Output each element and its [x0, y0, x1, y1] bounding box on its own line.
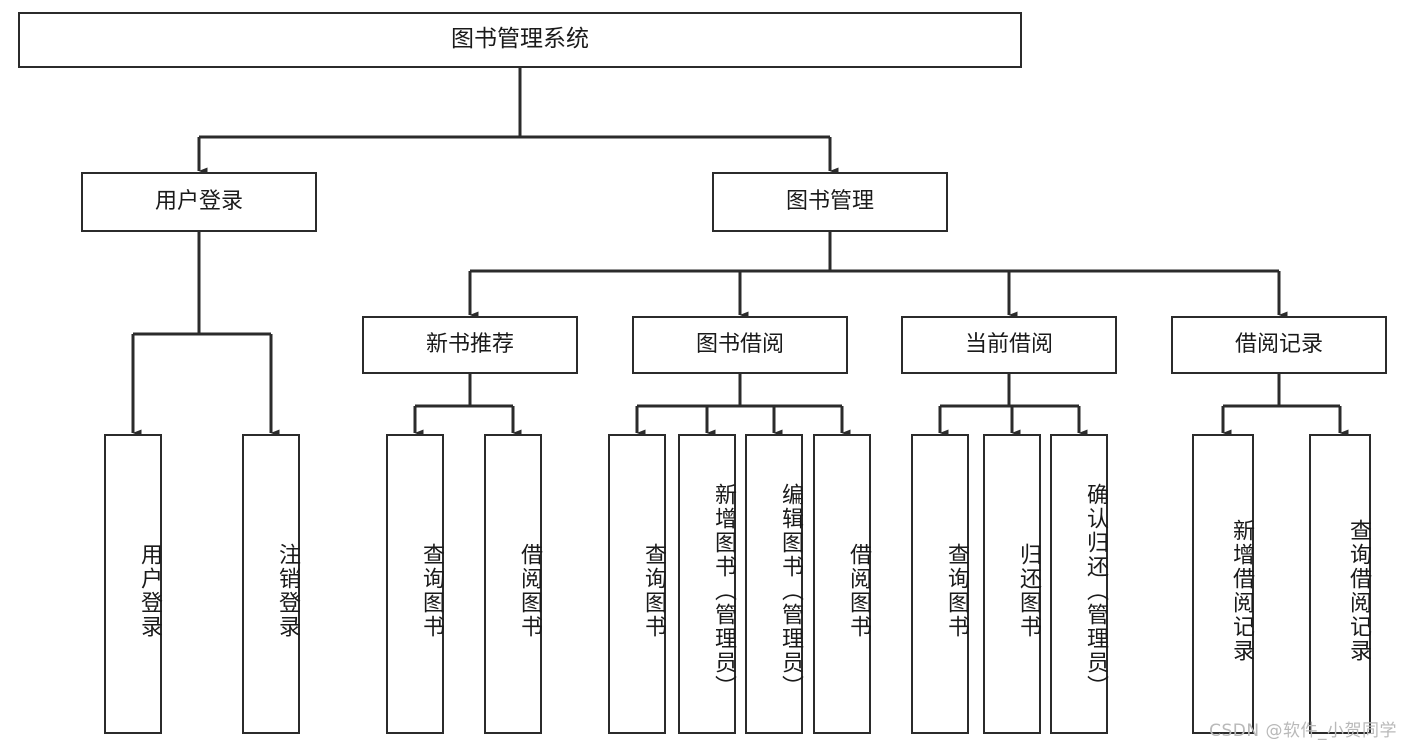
node-book-manage[interactable]: 图书管理 — [712, 172, 948, 232]
node-leaf-add-record[interactable]: 新增借阅记录 — [1192, 434, 1254, 734]
node-leaf-query-book-3[interactable]: 查询图书 — [911, 434, 969, 734]
node-leaf-return-book-label: 归还图书 — [1016, 543, 1041, 639]
node-leaf-add-record-label: 新增借阅记录 — [1229, 519, 1254, 663]
node-current-borrow[interactable]: 当前借阅 — [901, 316, 1117, 374]
node-leaf-add-book[interactable]: 新增图书（管理员） — [678, 434, 736, 734]
node-book-manage-label: 图书管理 — [785, 189, 874, 215]
node-root-label: 图书管理系统 — [451, 26, 589, 53]
node-user-login-label: 用户登录 — [154, 189, 243, 215]
node-new-book-recommend-label: 新书推荐 — [425, 332, 514, 358]
node-leaf-query-record-label: 查询借阅记录 — [1346, 519, 1371, 663]
node-new-book-recommend[interactable]: 新书推荐 — [362, 316, 578, 374]
connector-lines — [131, 68, 1349, 437]
node-book-borrow-label: 图书借阅 — [695, 332, 784, 358]
node-leaf-query-book-1[interactable]: 查询图书 — [386, 434, 444, 734]
node-leaf-borrow-book-2-label: 借阅图书 — [846, 543, 871, 639]
node-user-login[interactable]: 用户登录 — [81, 172, 317, 232]
node-borrow-record-label: 借阅记录 — [1234, 332, 1323, 358]
node-leaf-query-book-2-label: 查询图书 — [641, 543, 666, 639]
node-leaf-return-book[interactable]: 归还图书 — [983, 434, 1041, 734]
node-borrow-record[interactable]: 借阅记录 — [1171, 316, 1387, 374]
node-leaf-user-login-label: 用户登录 — [137, 543, 162, 639]
node-leaf-logout-label: 注销登录 — [275, 543, 300, 639]
node-root[interactable]: 图书管理系统 — [18, 12, 1022, 68]
node-leaf-query-book-1-label: 查询图书 — [419, 543, 444, 639]
node-current-borrow-label: 当前借阅 — [964, 332, 1053, 358]
node-leaf-user-login[interactable]: 用户登录 — [104, 434, 162, 734]
node-leaf-confirm-return[interactable]: 确认归还（管理员） — [1050, 434, 1108, 734]
node-leaf-borrow-book-2[interactable]: 借阅图书 — [813, 434, 871, 734]
node-leaf-query-book-2[interactable]: 查询图书 — [608, 434, 666, 734]
node-book-borrow[interactable]: 图书借阅 — [632, 316, 848, 374]
node-leaf-borrow-book-1-label: 借阅图书 — [517, 543, 542, 639]
node-leaf-query-record[interactable]: 查询借阅记录 — [1309, 434, 1371, 734]
node-leaf-borrow-book-1[interactable]: 借阅图书 — [484, 434, 542, 734]
node-leaf-confirm-return-label: 确认归还（管理员） — [1083, 483, 1108, 699]
node-leaf-edit-book[interactable]: 编辑图书（管理员） — [745, 434, 803, 734]
node-leaf-query-book-3-label: 查询图书 — [944, 543, 969, 639]
node-leaf-edit-book-label: 编辑图书（管理员） — [778, 483, 803, 699]
node-leaf-add-book-label: 新增图书（管理员） — [711, 483, 736, 699]
csdn-watermark: CSDN @软件_小贺同学 — [1209, 721, 1397, 741]
node-leaf-logout[interactable]: 注销登录 — [242, 434, 300, 734]
